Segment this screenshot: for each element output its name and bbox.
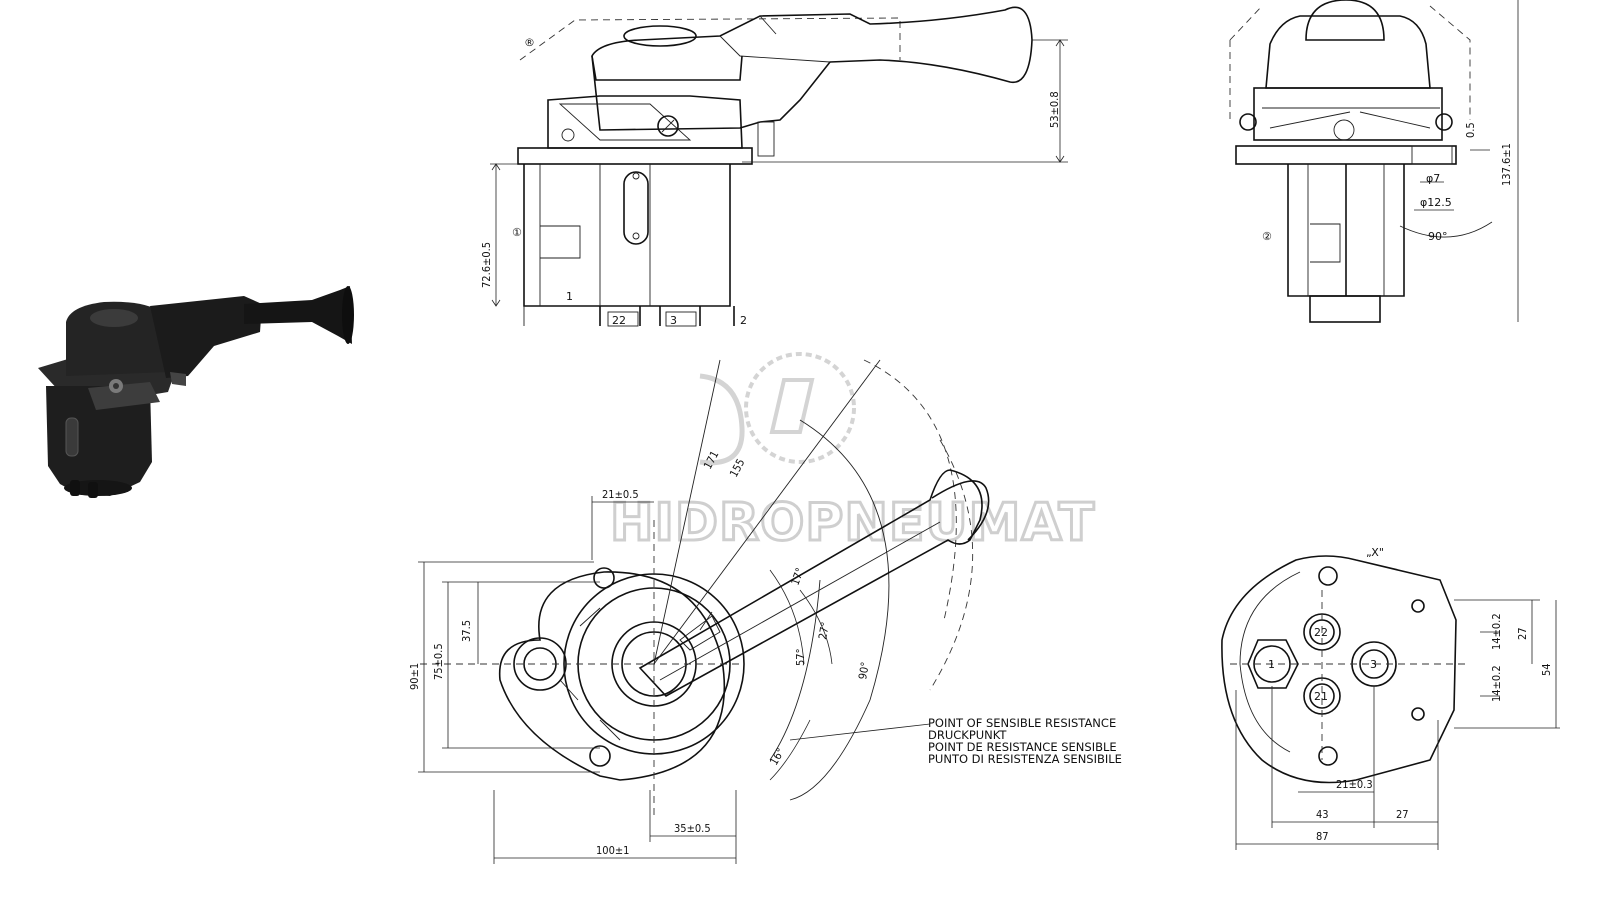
marker-top-left: ®	[524, 36, 535, 49]
dim-height-75: 75±0.5	[432, 643, 445, 680]
dim-width-21: 21±0.5	[602, 488, 639, 501]
dim-bot-27: 27	[1396, 808, 1409, 821]
dim-width-100: 100±1	[596, 844, 629, 857]
dim-bot-43: 43	[1316, 808, 1329, 821]
side-view-drawing: ® ① 53±0.8 72.6±0.5 22 3 1 2	[480, 6, 1068, 327]
note-line-it: PUNTO DI RESISTENZA SENSIBILE	[928, 752, 1122, 766]
port-1-label: 1	[1268, 658, 1275, 671]
dim-bot-21: 21±0.3	[1336, 778, 1373, 791]
dim-right-14a: 14±0.2	[1490, 613, 1503, 650]
dim-height-137: 137.6±1	[1500, 143, 1513, 186]
front-view-drawing: ② φ7 φ12.5 90° 0.5 137.6±1	[1229, 0, 1519, 323]
dim-height-375: 37.5	[460, 620, 473, 642]
side-port-3: 3	[670, 314, 677, 327]
dim-height-90: 90±1	[408, 663, 421, 690]
dim-right-27: 27	[1516, 627, 1529, 640]
dim-dia-125: φ12.5	[1420, 196, 1452, 209]
watermark-logo: HIDROPNEUMAT	[609, 352, 1096, 555]
dim-height-72: 72.6±0.5	[480, 242, 493, 288]
dim-angle-90: 90°	[856, 661, 872, 681]
note-line-en: POINT OF SENSIBLE RESISTANCE	[928, 716, 1116, 730]
dim-dia-7: φ7	[1426, 172, 1440, 185]
dim-right-54: 54	[1540, 663, 1553, 676]
dim-len-171: 171	[701, 449, 721, 472]
note-line-fr: POINT DE RESISTANCE SENSIBLE	[928, 740, 1117, 754]
dim-angle-17: 17°	[789, 566, 807, 587]
product-photo	[38, 286, 354, 498]
port-21-label: 21	[1314, 690, 1328, 703]
dim-angle-27: 27°	[816, 621, 832, 641]
dim-angle-90-side: 90°	[1428, 230, 1448, 243]
dim-height-53: 53±0.8	[1048, 91, 1061, 128]
port-3-label: 3	[1370, 658, 1377, 671]
view-x-label: „X"	[1366, 546, 1384, 559]
top-view-drawing: 171 155 17° 27° 57° 90° 16° 21±0.5 37.5 …	[408, 359, 990, 864]
dim-angle-57: 57°	[794, 648, 807, 666]
dim-bot-87: 87	[1316, 830, 1329, 843]
side-port-22: 22	[612, 314, 626, 327]
note-line-de: DRUCKPUNKT	[928, 728, 1007, 742]
dim-right-14b: 14±0.2	[1490, 665, 1503, 702]
marker-port-side-2: ②	[1262, 230, 1272, 243]
port-22-label: 22	[1314, 626, 1328, 639]
watermark-text: HIDROPNEUMAT	[610, 493, 1095, 553]
resistance-note: POINT OF SENSIBLE RESISTANCE DRUCKPUNKT …	[928, 716, 1122, 766]
side-port-1: 1	[566, 290, 573, 303]
dim-width-35: 35±0.5	[674, 822, 711, 835]
port-view-drawing: „X" 1 3 21 22 21±0.3 43 27 87 14±0.2 14±…	[1221, 546, 1560, 850]
dim-angle-16: 16°	[767, 746, 787, 768]
dim-clear-05: 0.5	[1464, 122, 1477, 138]
side-port-2: 2	[740, 314, 747, 327]
marker-port-side-1: ①	[512, 226, 522, 239]
